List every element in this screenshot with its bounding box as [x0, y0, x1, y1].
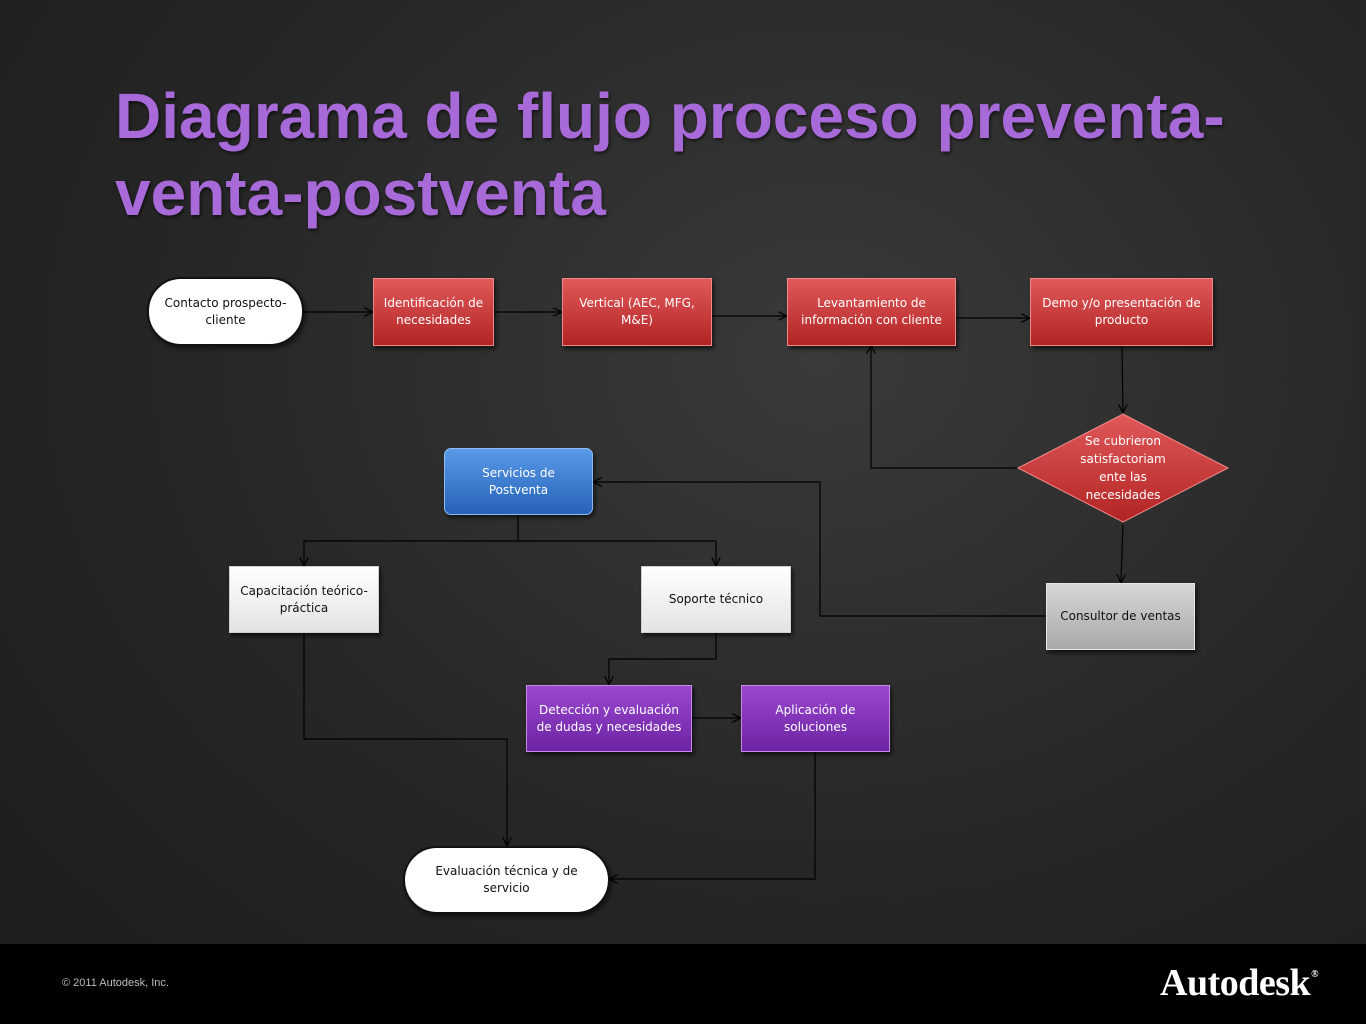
node-label: Levantamiento de información con cliente [801, 296, 942, 327]
connector-servicios-soporte [518, 540, 716, 565]
node-evaluacion-tecnica: Evaluación técnica y de servicio [403, 846, 610, 914]
node-decision-necesidades: Se cubrieron satisfactoriam ente las nec… [1016, 412, 1230, 524]
node-contacto-prospecto: Contacto prospecto-cliente [147, 277, 304, 346]
node-label: Contacto prospecto-cliente [164, 295, 287, 327]
node-label: Capacitación teórico-práctica [240, 583, 368, 615]
node-identificacion-necesidades: Identificación de necesidades [373, 278, 494, 346]
node-label: Consultor de ventas [1060, 609, 1181, 623]
node-label: Servicios de Postventa [482, 466, 555, 497]
logo-text: Autodesk [1160, 962, 1311, 1004]
node-label: Evaluación técnica y de servicio [435, 864, 578, 895]
slide-title: Diagrama de flujo proceso preventa-venta… [115, 80, 1225, 229]
node-label: Aplicación de soluciones [775, 703, 856, 734]
decision-diamond-shape [1016, 413, 1230, 523]
node-aplicacion-soluciones: Aplicación de soluciones [741, 685, 890, 752]
node-soporte-tecnico: Soporte técnico [641, 566, 791, 633]
node-servicios-postventa: Servicios de Postventa [444, 448, 593, 515]
node-levantamiento-informacion: Levantamiento de información con cliente [787, 278, 956, 346]
registered-mark: ® [1311, 969, 1319, 980]
autodesk-logo: Autodesk® [1160, 961, 1319, 1005]
connector-demo-decision [1122, 345, 1123, 412]
node-consultor-ventas: Consultor de ventas [1046, 583, 1195, 650]
node-vertical: Vertical (AEC, MFG, M&E) [562, 278, 712, 346]
footer-bar: © 2011 Autodesk, Inc. Autodesk® [0, 944, 1366, 1024]
node-deteccion-evaluacion: Detección y evaluación de dudas y necesi… [526, 685, 692, 752]
node-demo-presentacion: Demo y/o presentación de producto [1030, 278, 1213, 346]
connector-layer [0, 0, 1366, 944]
node-label: Vertical (AEC, MFG, M&E) [579, 296, 695, 327]
connector-servicios-capacitacion [304, 540, 518, 565]
node-label: Identificación de necesidades [383, 296, 484, 327]
connector-aplicacion-evaluacion [610, 752, 816, 879]
connector-decision-levantamiento [871, 346, 1017, 469]
copyright-text: © 2011 Autodesk, Inc. [62, 977, 169, 989]
connector-capacitacion-evaluacion [303, 633, 507, 845]
node-label: Soporte técnico [668, 592, 764, 606]
node-label: Demo y/o presentación de producto [1042, 296, 1201, 327]
connector-consultor-servicios [594, 482, 1046, 617]
node-label: Detección y evaluación de dudas y necesi… [536, 703, 682, 734]
connector-decision-consultor [1121, 523, 1123, 582]
connector-soporte-deteccion [609, 633, 717, 684]
node-capacitacion: Capacitación teórico-práctica [229, 566, 379, 633]
node-label: Se cubrieron satisfactoriam ente las nec… [1080, 434, 1166, 502]
